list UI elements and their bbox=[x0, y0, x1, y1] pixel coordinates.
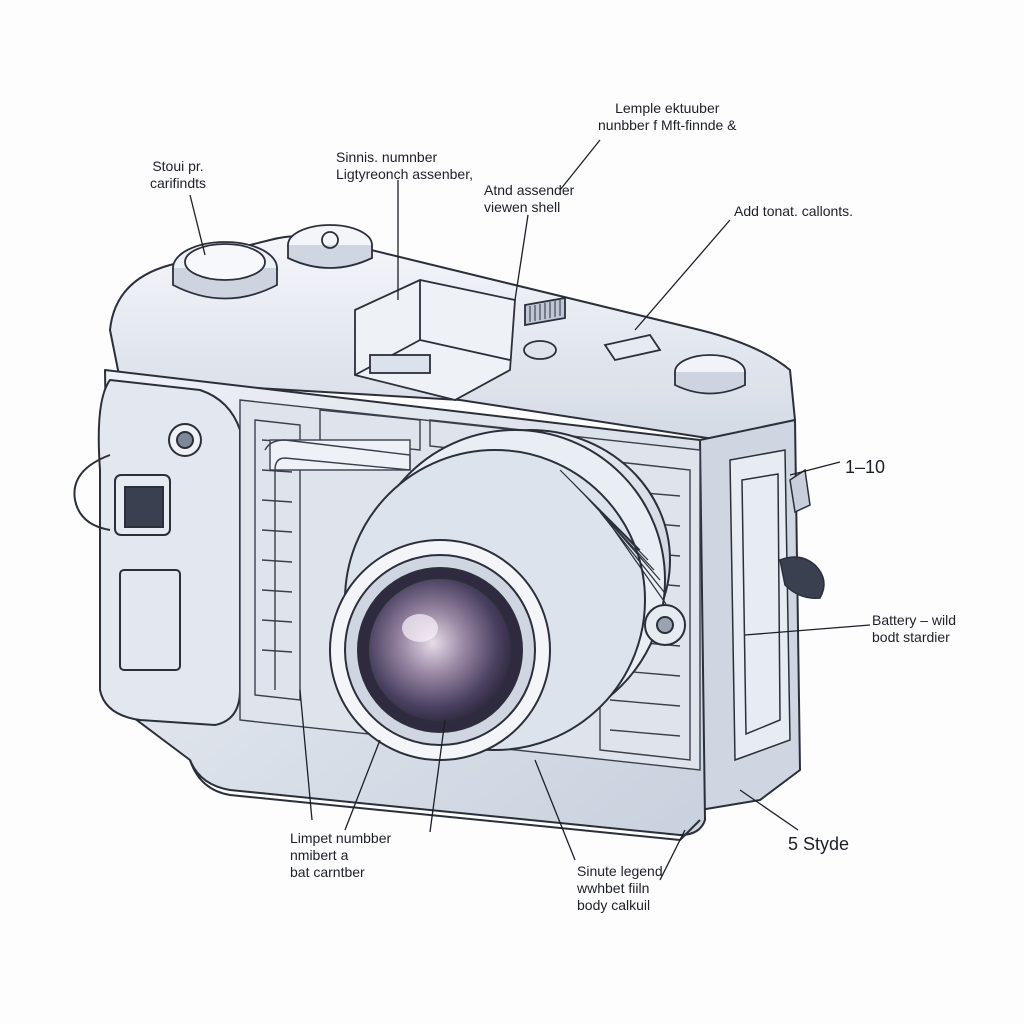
callout-top-left-line2: carifindts bbox=[150, 175, 207, 191]
callout-bottom-mid-line2: wwhbet fiiln bbox=[577, 880, 650, 896]
battery-door bbox=[729, 449, 825, 762]
callout-top-mid-line2: viewen shell bbox=[484, 199, 561, 215]
callout-top-mid-left: Sinnis. numnber Ligtyreonch assenber, bbox=[336, 149, 473, 183]
leader-right-top bbox=[634, 219, 731, 331]
callout-bottom-mid: Sinute legend wwhbet fiiln body calkuil bbox=[577, 863, 663, 914]
callout-bottom-left-line1: Limpet numbber bbox=[290, 830, 392, 846]
callout-bottom-left-line3: bat carntber bbox=[290, 864, 365, 880]
grip bbox=[97, 379, 241, 726]
callout-right-bottom: 5 Styde bbox=[788, 834, 850, 854]
leader-bottom-mid bbox=[534, 759, 576, 861]
callout-top-right-line2: nunbber f Mft-finnde & bbox=[598, 117, 737, 133]
shutter-button bbox=[523, 340, 557, 360]
callout-right-battery-line1: Battery – wild bbox=[872, 612, 957, 628]
leader-top-right bbox=[559, 139, 601, 191]
callout-right-battery-line2: bodt stardier bbox=[872, 629, 950, 645]
bottom-edge bbox=[189, 759, 701, 841]
leader-top-left bbox=[189, 194, 206, 256]
callout-top-mid: Atnd assender viewen shell bbox=[484, 182, 574, 216]
lens-assembly bbox=[329, 429, 686, 761]
leader-top-mid bbox=[514, 214, 529, 301]
lens-glass bbox=[367, 577, 513, 723]
door-latch bbox=[779, 556, 825, 599]
leader-bottom-left-1 bbox=[299, 689, 313, 821]
callout-bottom-mid-line3: body calkuil bbox=[577, 897, 651, 913]
leader-bottom-left-3 bbox=[429, 719, 446, 833]
strap-lug bbox=[73, 454, 111, 531]
callout-bottom-left-line2: nmibert a bbox=[290, 847, 349, 863]
callout-right-battery: Battery – wild bodt stardier bbox=[872, 612, 956, 646]
callout-top-left: Stoui pr. carifindts bbox=[150, 158, 206, 192]
callout-right-top: Add tonat. callonts. bbox=[734, 203, 853, 220]
callout-bottom-mid-line1: Sinute legend bbox=[577, 863, 663, 879]
leader-right-battery bbox=[744, 624, 871, 636]
leader-bottom-mid-2 bbox=[659, 829, 686, 881]
front-viewfinder bbox=[114, 423, 202, 671]
leader-right-range bbox=[789, 461, 841, 476]
callout-top-right-line1: Lemple ektuuber bbox=[615, 100, 720, 116]
callout-top-left-line1: Stoui pr. bbox=[152, 158, 204, 174]
leader-right-bottom bbox=[739, 789, 799, 831]
callout-right-top-line1: Add tonat. callonts. bbox=[734, 203, 854, 219]
callout-top-mid-line1: Atnd assender bbox=[484, 182, 575, 198]
callout-bottom-left: Limpet numbber nmibert a bat carntber bbox=[290, 830, 391, 881]
leader-bottom-left-2 bbox=[344, 739, 381, 831]
callout-top-right: Lemple ektuuber nunbber f Mft-finnde & bbox=[598, 100, 737, 134]
callout-right-range: 1–10 bbox=[845, 457, 886, 477]
callout-top-mid-left-line1: Sinnis. numnber bbox=[336, 149, 438, 165]
callout-top-mid-left-line2: Ligtyreonch assenber, bbox=[336, 166, 473, 182]
leader-lines bbox=[189, 139, 871, 881]
